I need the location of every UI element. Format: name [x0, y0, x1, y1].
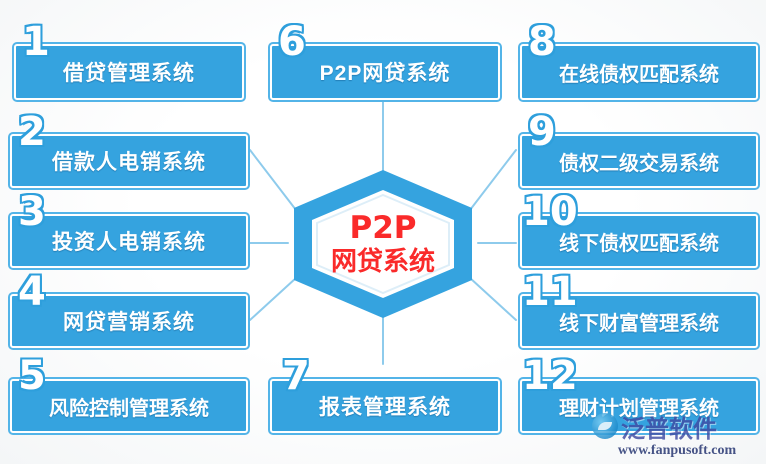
hexagon-inner-gap [312, 190, 454, 298]
node-label-6: P2P网贷系统 [319, 62, 451, 85]
node-box-7[interactable]: 报表管理系统 [268, 377, 502, 435]
node-label-5: 风险控制管理系统 [49, 397, 209, 420]
node-number-12: 12 [521, 353, 580, 399]
node-box-1[interactable]: 借贷管理系统 [12, 42, 246, 102]
node-number-8: 8 [527, 19, 558, 65]
node-label-7: 报表管理系统 [319, 396, 451, 419]
node-label-9: 债权二级交易系统 [559, 152, 719, 175]
node-box-9[interactable]: 债权二级交易系统 [518, 132, 760, 190]
link-4-center [249, 277, 297, 321]
node-label-10: 线下债权匹配系统 [559, 232, 719, 255]
node-box-5[interactable]: 风险控制管理系统 [8, 377, 250, 435]
link-11-center [469, 277, 517, 321]
center-hexagon: P2P 网贷系统 [290, 168, 476, 320]
node-box-10[interactable]: 线下债权匹配系统 [518, 212, 760, 270]
hexagon-inner-outline [316, 193, 450, 295]
node-label-12: 理财计划管理系统 [559, 397, 719, 420]
node-box-6[interactable]: P2P网贷系统 [268, 42, 502, 102]
link-2-center [249, 149, 297, 211]
node-box-11[interactable]: 线下财富管理系统 [518, 292, 760, 350]
node-number-10: 10 [521, 189, 580, 235]
link-9-center [469, 149, 517, 211]
node-label-4: 网贷营销系统 [63, 311, 195, 334]
node-box-8[interactable]: 在线债权匹配系统 [518, 42, 760, 102]
node-label-11: 线下财富管理系统 [559, 312, 719, 335]
node-number-9: 9 [527, 109, 558, 155]
node-number-4: 4 [17, 269, 48, 315]
node-number-2: 2 [17, 109, 48, 155]
node-label-8: 在线债权匹配系统 [559, 63, 719, 86]
node-number-3: 3 [17, 189, 48, 235]
node-box-4[interactable]: 网贷营销系统 [8, 292, 250, 350]
node-number-6: 6 [277, 19, 308, 65]
node-label-1: 借贷管理系统 [63, 62, 195, 85]
node-label-2: 借款人电销系统 [52, 151, 206, 174]
node-box-2[interactable]: 借款人电销系统 [8, 132, 250, 190]
node-label-3: 投资人电销系统 [52, 231, 206, 254]
node-box-3[interactable]: 投资人电销系统 [8, 212, 250, 270]
node-number-5: 5 [17, 353, 48, 399]
node-number-1: 1 [21, 19, 52, 65]
node-number-11: 11 [521, 269, 580, 315]
node-number-7: 7 [281, 353, 312, 399]
